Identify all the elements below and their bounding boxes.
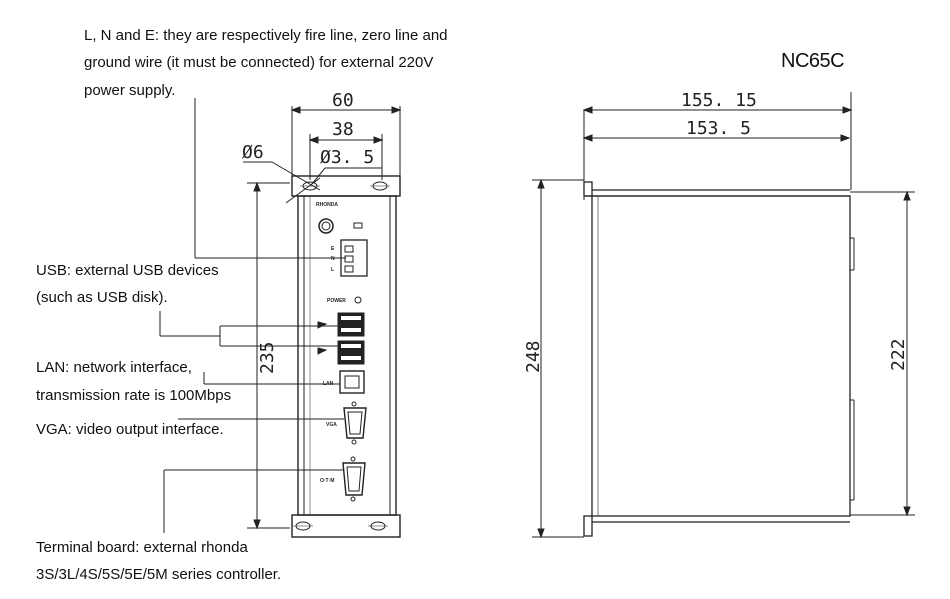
dim-height-248: 248	[523, 340, 544, 373]
power-label: POWER	[327, 298, 346, 304]
vga-port[interactable]	[343, 407, 367, 439]
lan-note-line1: LAN: network interface,	[36, 359, 192, 376]
terminal-label-l: L	[331, 267, 334, 273]
terminal-label-e: E	[331, 246, 335, 252]
usb-ports[interactable]	[317, 312, 365, 365]
vga-label: VGA	[326, 422, 337, 428]
power-switch[interactable]	[318, 218, 334, 234]
usb-note-line2: (such as USB disk).	[36, 289, 168, 306]
brand-label: RHONDA	[316, 202, 338, 208]
dim-large-hole-6: Ø6	[242, 142, 264, 163]
power-note-line2: ground wire (it must be connected) for e…	[84, 54, 434, 71]
fuse-icon	[353, 222, 363, 229]
lan-port[interactable]	[339, 370, 365, 394]
power-note-line1: L, N and E: they are respectively fire l…	[84, 27, 448, 44]
dim-hole-spacing-38: 38	[332, 119, 354, 140]
terminal-port[interactable]	[342, 462, 366, 496]
dim-depth-155-15: 155. 15	[681, 90, 757, 111]
model-title: NC65C	[781, 50, 845, 72]
terminal-note-line1: Terminal board: external rhonda	[36, 539, 248, 556]
terminal-label-n: N	[331, 256, 335, 262]
dim-small-hole-3-5: Ø3. 5	[320, 147, 374, 168]
leader-lines	[159, 98, 346, 533]
terminal-label: O·T·M	[320, 478, 334, 484]
side-view: 155. 15 153. 5 248 222	[523, 90, 915, 539]
dim-depth-153-5: 153. 5	[686, 118, 751, 139]
dim-height-222: 222	[888, 338, 909, 371]
lan-note-line2: transmission rate is 100Mbps	[36, 387, 232, 404]
dim-width-60: 60	[332, 90, 354, 111]
usb-note-line1: USB: external USB devices	[36, 262, 219, 279]
power-led	[354, 296, 362, 304]
vga-note-line1: VGA: video output interface.	[36, 421, 224, 438]
terminal-note-line2: 3S/3L/4S/5S/5E/5M series controller.	[36, 566, 282, 583]
power-note-line3: power supply.	[84, 82, 176, 99]
usb-icon	[317, 321, 328, 329]
dim-height-235: 235	[257, 341, 278, 374]
